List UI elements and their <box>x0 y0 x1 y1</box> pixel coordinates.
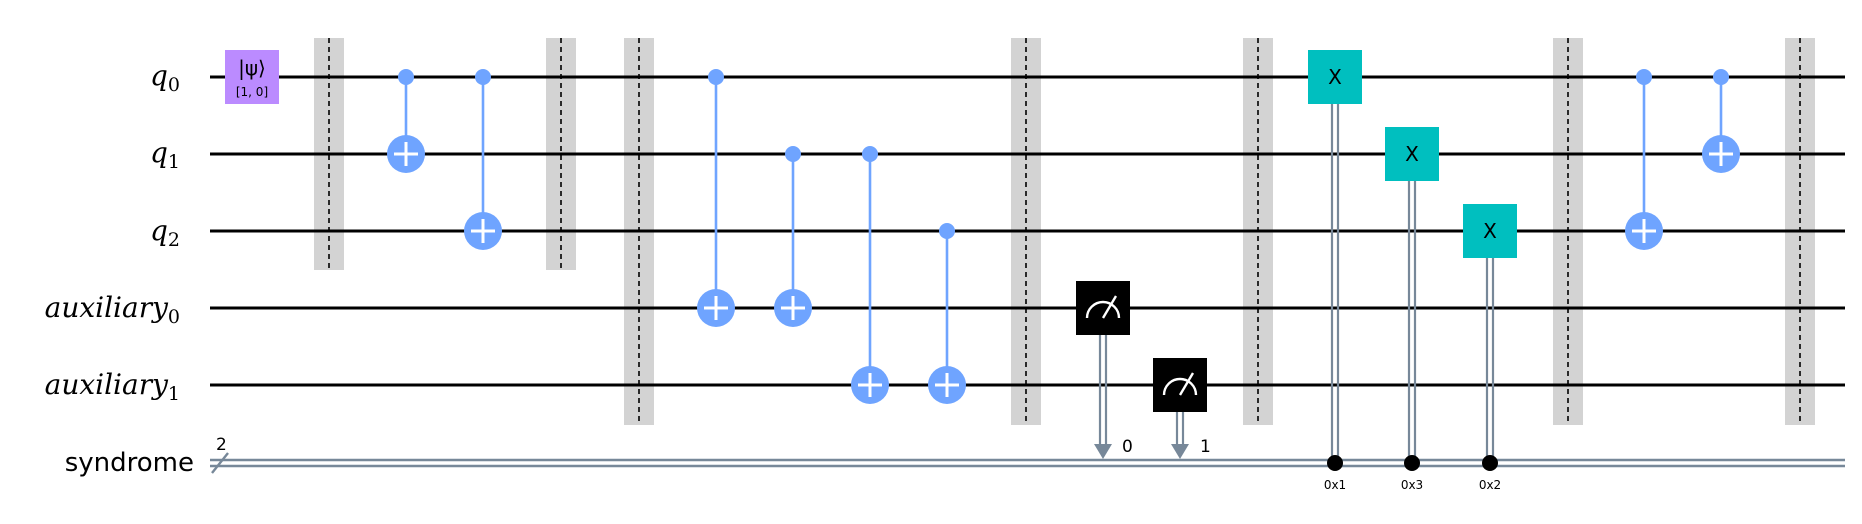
condition-dot <box>1404 455 1420 471</box>
cnot-gate-q1-auxiliary0 <box>774 146 812 327</box>
cnot-gate-q2-auxiliary1 <box>928 223 966 404</box>
register-label-auxiliary1: auxiliary1 <box>45 368 180 405</box>
svg-text:[1, 0]: [1, 0] <box>236 85 268 99</box>
control-dot <box>708 69 724 85</box>
cnot-gate-q0-q2 <box>464 69 502 250</box>
control-dot <box>398 69 414 85</box>
meter-icon <box>1162 377 1198 396</box>
register-label-q0: q0 <box>150 59 180 96</box>
conditional-x-gate-q2: X 0x2 <box>1463 204 1517 492</box>
measure-bit-label-1: 1 <box>1200 437 1211 457</box>
condition-dot <box>1327 455 1343 471</box>
conditional-x-gate-q0: X 0x1 <box>1308 50 1362 492</box>
svg-text:|ψ⟩: |ψ⟩ <box>238 56 266 80</box>
svg-text:X: X <box>1328 65 1342 89</box>
meter-icon <box>1085 300 1121 319</box>
syndrome-size-label: 2 <box>216 435 227 455</box>
register-label-q2: q2 <box>150 214 180 251</box>
cnot-gate-q0-q1-decode <box>1702 69 1740 173</box>
register-label-q1: q1 <box>150 136 180 173</box>
register-label-syndrome: syndrome <box>65 448 194 478</box>
control-dot <box>1713 69 1729 85</box>
control-dot <box>862 146 878 162</box>
condition-label-0x3: 0x3 <box>1401 478 1423 492</box>
control-dot <box>475 69 491 85</box>
wire-syndrome: 2 <box>210 435 1845 474</box>
measure-gate-auxiliary0: 0 <box>1076 281 1133 459</box>
svg-text:X: X <box>1405 142 1419 166</box>
measure-gate-auxiliary1: 1 <box>1153 358 1211 459</box>
condition-dot <box>1482 455 1498 471</box>
condition-label-0x2: 0x2 <box>1479 478 1501 492</box>
cnot-gate-q0-auxiliary0 <box>697 69 735 327</box>
register-label-auxiliary0: auxiliary0 <box>45 291 180 328</box>
initialize-gate: |ψ⟩ [1, 0] <box>225 50 279 104</box>
cnot-gate-q1-auxiliary1 <box>851 146 889 404</box>
conditional-x-gate-q1: X 0x3 <box>1385 127 1439 492</box>
cnot-gate-q0-q1 <box>387 69 425 173</box>
cnot-gate-q0-q2-decode <box>1625 69 1663 250</box>
control-dot <box>785 146 801 162</box>
control-dot <box>1636 69 1652 85</box>
svg-text:X: X <box>1483 219 1497 243</box>
condition-label-0x1: 0x1 <box>1324 478 1346 492</box>
measure-bit-label-0: 0 <box>1122 437 1133 457</box>
control-dot <box>939 223 955 239</box>
